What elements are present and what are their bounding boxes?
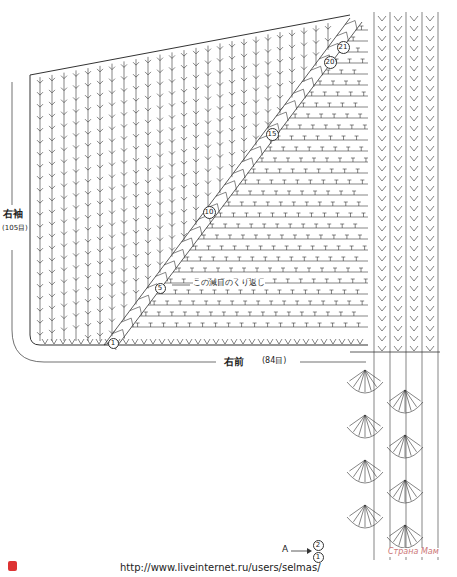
stitch-row	[196, 48, 197, 225]
dimension-line	[12, 250, 13, 330]
watermark: Страна Мам	[388, 548, 439, 557]
chart-border	[30, 15, 350, 75]
dimension-line	[44, 362, 216, 363]
dimension-line	[12, 330, 44, 362]
row-number-circle: 21	[337, 41, 350, 54]
callout-number: 20	[326, 59, 335, 66]
stitch-row	[268, 34, 269, 129]
row-number-circle: 2	[313, 540, 324, 551]
stitch-row	[281, 129, 368, 130]
arrow-head	[307, 548, 312, 554]
callout-number: 2	[316, 542, 320, 549]
decrease-band	[118, 22, 362, 345]
callout-letter: A	[282, 545, 288, 555]
leader-line	[172, 285, 190, 286]
stitch-row	[148, 57, 149, 289]
stitch-row	[40, 77, 41, 341]
decrease-band	[104, 18, 350, 345]
stitch-count: (105目)	[2, 225, 28, 233]
dimension-line	[300, 362, 366, 363]
callout-number: 15	[268, 131, 277, 138]
stitch-marks	[37, 26, 331, 338]
border-strip	[406, 12, 407, 560]
stitch-row	[273, 140, 368, 141]
callout-number: 21	[339, 44, 348, 51]
arrow-line	[291, 551, 307, 552]
border-strip	[374, 12, 375, 560]
stitch-row	[136, 59, 137, 304]
stitch-row	[181, 261, 368, 262]
stitch-row	[292, 30, 293, 98]
stitch-row	[76, 70, 77, 341]
border-strip	[438, 12, 439, 560]
chart-border	[350, 352, 440, 353]
border-stitches	[378, 16, 434, 351]
stitch-row	[190, 250, 368, 251]
stitch-row	[264, 151, 368, 152]
border-strip	[422, 12, 423, 560]
stitch-row	[347, 41, 368, 42]
stitch-row	[232, 41, 233, 177]
part-name: 右袖	[3, 208, 23, 219]
stitch-row	[256, 162, 368, 163]
chart-border	[30, 335, 40, 345]
stitch-row	[124, 61, 125, 320]
stitch-row	[64, 73, 65, 341]
stitch-row	[206, 228, 368, 229]
callout-number: 5	[158, 285, 162, 292]
stitch-row	[248, 173, 368, 174]
watermark: http://www.liveinternet.ru/users/selmas/	[120, 562, 321, 573]
decrease-fans	[104, 21, 357, 350]
part-name: 右前	[224, 356, 244, 367]
lace-fans	[347, 370, 423, 548]
stitch-row	[314, 85, 368, 86]
callout-number: 1	[316, 554, 320, 561]
stitch-row	[208, 46, 209, 209]
stitch-row	[297, 107, 368, 108]
dimension-line	[12, 82, 13, 205]
stitch-row	[220, 43, 221, 193]
row-number-circle: 5	[155, 283, 166, 294]
stitch-row	[52, 75, 53, 341]
row-number-circle: 10	[203, 206, 216, 219]
note: この減目のくり返し	[193, 279, 265, 288]
row-number-circle: 1	[108, 338, 119, 349]
stitch-row	[173, 272, 368, 273]
stitch-row	[223, 206, 368, 207]
stitch-row	[306, 96, 368, 97]
callout-number: 10	[205, 209, 214, 216]
row-number-circle: 20	[324, 56, 337, 69]
row-number-circle: 15	[266, 128, 279, 141]
chart-border	[30, 75, 31, 335]
stitch-marks	[42, 339, 363, 344]
border-strip	[390, 12, 391, 560]
stitch-row	[198, 239, 368, 240]
stitch-row	[289, 118, 368, 119]
logo-icon	[8, 561, 17, 571]
chart-border	[40, 345, 368, 346]
stitch-row	[112, 64, 113, 337]
stitch-row	[304, 28, 305, 82]
stitch-count: (84目)	[262, 357, 286, 366]
stitch-marks	[136, 26, 368, 327]
stitch-row	[328, 23, 329, 50]
row-number-circle: 1	[313, 552, 324, 563]
stitch-row	[88, 68, 89, 341]
stitch-row	[140, 316, 368, 317]
callout-number: 1	[111, 340, 115, 347]
stitch-row	[231, 195, 368, 196]
stitch-row	[280, 32, 281, 113]
stitch-row	[214, 217, 368, 218]
stitch-row	[322, 74, 368, 75]
